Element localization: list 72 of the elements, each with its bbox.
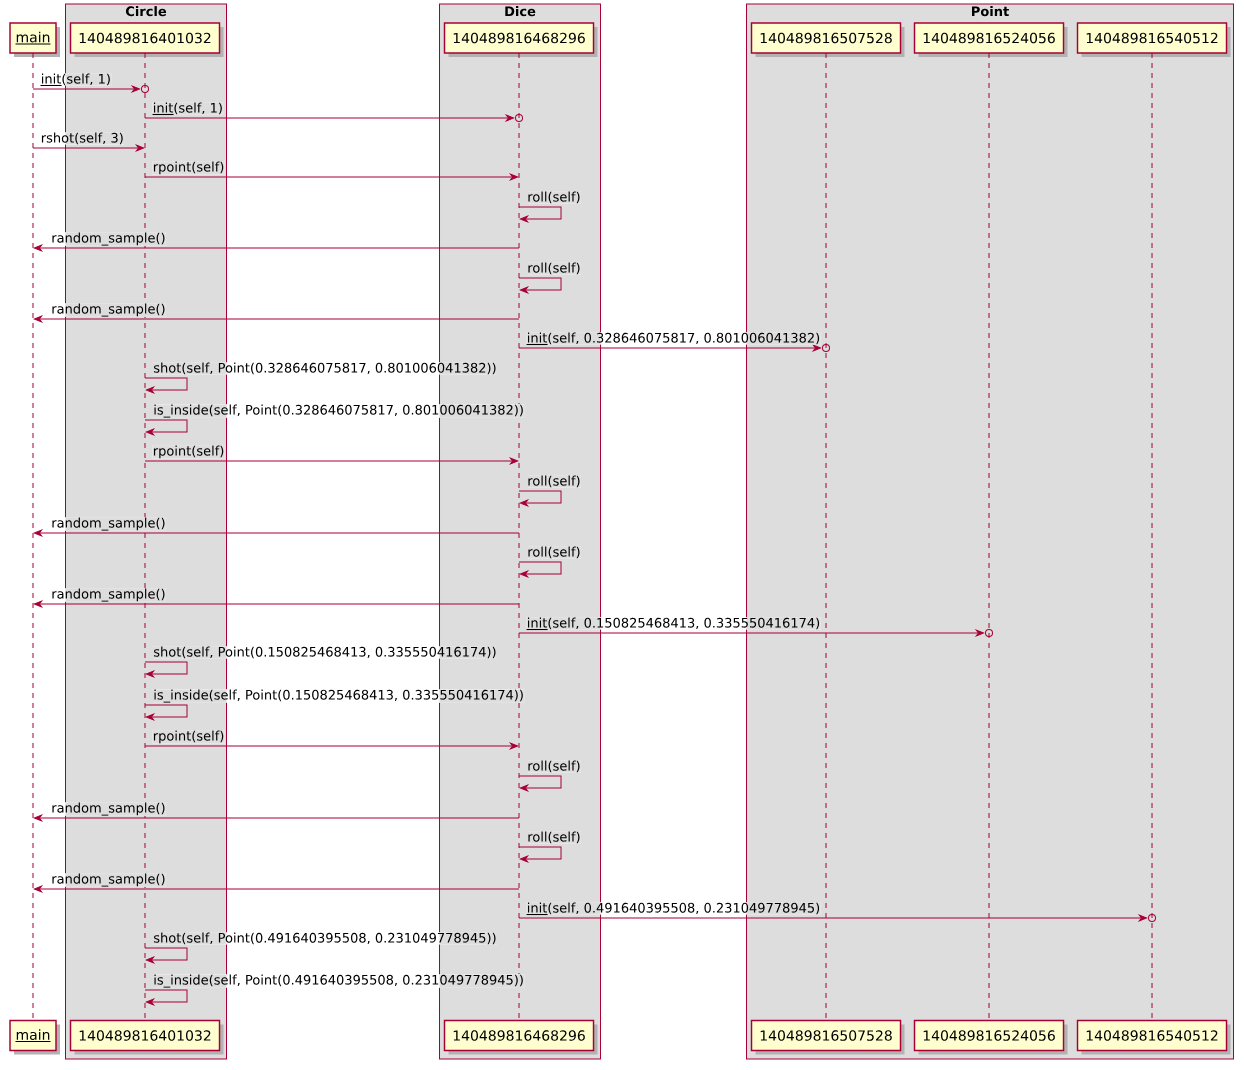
participant-box: main (9, 22, 60, 57)
message-label: shot(self, Point(0.150825468413, 0.335550416174)) (153, 646, 497, 659)
message-label: random_sample() (51, 303, 166, 317)
message-label: init(self, 0.491640395508, 0.231049778945) (526, 902, 821, 916)
message-arrow (144, 947, 188, 964)
message-label: is_inside(self, Point(0.150825468413, 0.335550416174)) (153, 689, 525, 703)
message-label: init(self, 1) (152, 102, 224, 116)
participant-box: 140489816468296 (443, 22, 598, 57)
lifeline (518, 52, 520, 1021)
participant-box: 140489816401032 (69, 1019, 224, 1055)
message-label: roll(self) (527, 831, 581, 844)
message-label: shot(self, Point(0.491640395508, 0.231049778945)) (153, 932, 497, 945)
message-arrow (33, 885, 520, 893)
message-label: roll(self) (527, 191, 581, 204)
participant-box: 140489816401032 (69, 22, 224, 57)
message-label: roll(self) (527, 760, 581, 773)
participant-box: 140489816524056 (913, 22, 1068, 57)
participant-box: 140489816540512 (1076, 22, 1231, 57)
message-arrow (518, 490, 562, 507)
message-arrow (518, 344, 830, 352)
participant-box: 140489816507528 (750, 1019, 905, 1055)
message-arrow (144, 377, 188, 394)
message-label: rpoint(self) (152, 161, 225, 175)
participant-box: 140489816524056 (913, 1019, 1068, 1055)
participant-box: 140489816540512 (1076, 1019, 1231, 1055)
lifeline (825, 52, 827, 1021)
lifeline (1151, 52, 1153, 1021)
message-arrow (518, 629, 993, 637)
message-label: roll(self) (527, 262, 581, 275)
message-label: roll(self) (527, 475, 581, 488)
message-label: rpoint(self) (152, 730, 225, 744)
message-label: roll(self) (527, 546, 581, 559)
message-label: shot(self, Point(0.328646075817, 0.801006041382)) (153, 362, 497, 375)
message-label: random_sample() (51, 802, 166, 816)
message-label: rshot(self, 3) (40, 132, 125, 145)
message-arrow (518, 846, 562, 863)
message-arrow (518, 206, 562, 223)
message-arrow (33, 315, 520, 323)
message-arrow (33, 814, 520, 822)
message-label: random_sample() (51, 517, 166, 531)
message-label: is_inside(self, Point(0.328646075817, 0.801006041382)) (153, 404, 525, 418)
message-arrow (33, 600, 520, 608)
message-arrow (518, 277, 562, 294)
message-label: init(self, 0.150825468413, 0.335550416174) (526, 617, 821, 631)
message-arrow (32, 144, 145, 152)
message-arrow (144, 457, 519, 465)
message-arrow (33, 529, 520, 537)
lifeline (32, 52, 34, 1021)
message-arrow (32, 85, 149, 93)
message-arrow (518, 775, 562, 792)
message-arrow (144, 661, 188, 678)
participant-box: 140489816507528 (750, 22, 905, 57)
message-arrow (144, 742, 519, 750)
message-label: rpoint(self) (152, 445, 225, 459)
message-arrow (518, 561, 562, 578)
message-arrow (144, 419, 188, 436)
message-arrow (144, 704, 188, 721)
message-arrow (144, 989, 188, 1006)
message-arrow (33, 244, 520, 252)
message-label: random_sample() (51, 588, 166, 602)
participant-box: 140489816468296 (443, 1019, 598, 1055)
message-label: init(self, 0.328646075817, 0.801006041382) (526, 332, 821, 346)
message-label: random_sample() (51, 232, 166, 246)
lifeline (144, 52, 146, 1021)
lifeline (988, 52, 990, 1021)
message-arrow (144, 173, 519, 181)
message-label: random_sample() (51, 873, 166, 887)
participant-box: main (9, 1019, 60, 1055)
message-arrow (518, 914, 1156, 922)
message-label: is_inside(self, Point(0.491640395508, 0.231049778945)) (153, 974, 525, 988)
message-label: init(self, 1) (40, 73, 112, 87)
message-arrow (144, 114, 523, 122)
